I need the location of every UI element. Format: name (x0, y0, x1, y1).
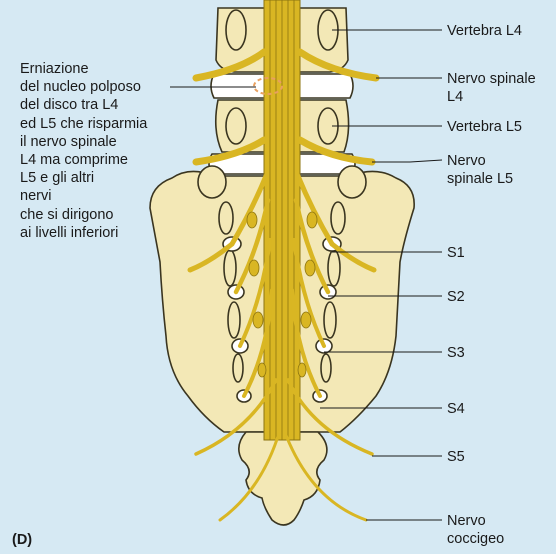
coccyx (239, 432, 327, 525)
label-vertebra-l4: Vertebra L4 (447, 23, 522, 39)
sacral-segment (328, 250, 340, 286)
label-coccigeo-line2: coccigeo (447, 531, 504, 547)
label-nervo-l5-line1: Nervo (447, 153, 486, 169)
sacral-segment (321, 354, 331, 382)
sacral-segment (324, 302, 336, 338)
label-s5: S5 (447, 449, 465, 465)
right-labels: Vertebra L4 Nervo spinale L4 Vertebra L5… (447, 23, 536, 547)
label-nervo-l4-line2: L4 (447, 89, 463, 105)
sacral-segment (198, 166, 226, 198)
label-vertebra-l5: Vertebra L5 (447, 119, 522, 135)
label-s1: S1 (447, 245, 465, 261)
sacral-segment (338, 166, 366, 198)
pedicle-l4-left (226, 10, 246, 50)
pedicle-l5-left (226, 108, 246, 144)
label-s4: S4 (447, 401, 465, 417)
label-s2: S2 (447, 289, 465, 305)
label-coccigeo-line1: Nervo (447, 513, 486, 529)
label-s3: S3 (447, 345, 465, 361)
sacral-segment (228, 302, 240, 338)
sacral-segment (224, 250, 236, 286)
sacral-segment (233, 354, 243, 382)
label-nervo-l5-line2: spinale L5 (447, 171, 513, 187)
sacral-segment (219, 202, 233, 234)
herniation-note: Erniazione del nucleo polposo del disco … (20, 60, 195, 242)
label-nervo-l4-line1: Nervo spinale (447, 71, 536, 87)
panel-label: (D) (12, 531, 32, 549)
sacral-segment (331, 202, 345, 234)
